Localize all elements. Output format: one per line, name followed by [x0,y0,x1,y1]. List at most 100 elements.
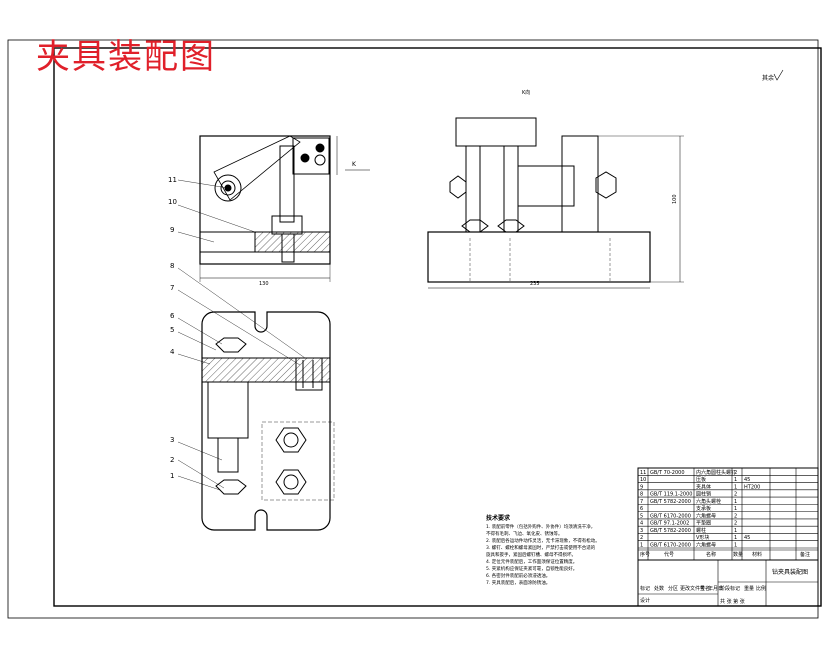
top-view [177,267,335,531]
bom-cell: 11 [640,470,646,476]
tb-sheet: 共 张 第 张 [720,598,745,605]
bom-cell: 4 [640,521,643,527]
bom-cell: 9 [640,484,643,490]
side-view [427,117,684,289]
front-view [177,135,370,282]
tb-scale: 比例 [756,585,766,592]
tb-label-sign: 签名 [700,585,710,592]
balloon-10: 10 [168,198,177,206]
balloon-11: 11 [168,176,177,184]
bom-cell: 六角头螺栓 [696,498,721,505]
bom-header-name: 名称 [706,551,716,558]
bom-cell: 1 [734,484,737,490]
balloon-5: 5 [170,326,174,334]
bom-cell: GB/T 6170-2000 [650,543,691,549]
bom-header-material: 材料 [752,551,762,558]
bom-header-seq: 序号 [640,551,650,558]
tb-weight: 重量 [744,585,754,592]
bom-cell: GB/T 5782-2000 [650,528,691,534]
balloon-3: 3 [170,436,174,444]
tb-stage: 阶段标记 [720,585,740,592]
inner-frame [53,47,822,607]
bom-cell: GB/T 70-2000 [650,470,685,476]
bom-header-qty: 数量 [733,551,743,558]
technical-note: 2. 装配后各运动件动作灵活，无卡滞现象，不得有松动。 [486,539,600,544]
bom-cell: 2 [734,470,737,476]
outer-frame [7,39,819,619]
dim-side-height: 100 [672,194,678,204]
bom-cell: 8 [640,492,643,498]
bom-cell: GB/T 5782-2000 [650,499,691,505]
bom-cell: 1 [734,528,737,534]
roughness-symbol [773,69,784,81]
technical-note: 5. 夹紧机构应保证夹紧可靠，自锁性能良好。 [486,567,578,572]
technical-note: 6. 各密封件装配前必须浸透油。 [486,574,551,579]
bom-header-code: 代号 [664,551,674,558]
bom-cell: 夹具体 [696,483,711,490]
bom-cell: 支承板 [696,505,711,512]
bom-cell: 2 [734,521,737,527]
bom-cell: 45 [744,477,750,483]
section-k-label: K [352,161,357,168]
tb-role-design: 设计 [640,597,650,604]
tb-label-change: 更改文件号 [680,585,705,592]
balloon-2: 2 [170,456,174,464]
technical-notes: 技术要求 1. 装配前零件（包括外购件、外协件）均须清洗干净， 不得有毛刺、飞边… [486,515,646,587]
bom-cell: 平垫圈 [696,520,711,527]
bom-table [637,467,819,607]
bom-cell: 螺柱 [696,527,706,534]
technical-note: 3. 螺钉、螺栓和螺母紧固时，严禁打击或使用不合适的 [486,546,596,551]
bom-cell: 1 [734,477,737,483]
bom-cell: 1 [734,499,737,505]
bom-cell: 2 [734,513,737,519]
bom-cell: 压板 [696,476,706,483]
bom-cell: HT200 [744,484,760,490]
bom-cell: 1 [734,543,737,549]
balloon-7: 7 [170,284,174,292]
balloon-1: 1 [170,472,174,480]
bom-cell: 2 [640,535,643,541]
drawing-title: 夹具装配图 [36,37,216,77]
technical-note: 7. 夹具装配后，表面涂防锈油。 [486,581,551,586]
balloon-9: 9 [170,226,174,234]
bom-cell: GB/T 119.1-2000 [650,492,692,498]
technical-note: 旋具和扳手，紧固后螺钉槽、螺母不得损坏。 [486,553,576,558]
technical-note: 不得有毛刺、飞边、氧化皮、锈蚀等。 [486,532,563,537]
bom-cell: 10 [640,477,646,483]
bom-cell: 内六角圆柱头螺钉 [696,469,736,476]
tb-label-date: 年月日 [708,585,723,592]
tb-label-zone: 分区 [668,585,678,592]
bom-cell: 1 [734,506,737,512]
balloon-6: 6 [170,312,175,320]
drawing-name: 钻夹具装配图 [772,568,808,576]
bom-cell: 5 [640,513,643,519]
technical-notes-title: 技术要求 [486,515,511,522]
roughness-note: 其余 [762,74,774,82]
dim-front-width: 130 [259,281,269,287]
bom-cell: 六角螺母 [696,542,716,549]
bom-cell: 六角螺母 [696,512,716,519]
tb-label-mark: 标记 [640,585,650,592]
balloon-4: 4 [170,348,175,356]
bom-header-remark: 备注 [800,551,810,558]
view-label: K向 [522,89,530,96]
balloon-8: 8 [170,262,174,270]
technical-note: 4. 定位元件装配后，工作面须保证位置精度。 [486,560,578,565]
bom-cell: 6 [640,506,643,512]
bom-cell: 3 [640,528,643,534]
bom-cell: V形块 [696,534,709,541]
bom-cell: GB/T 97.1-2002 [650,521,689,527]
balloon-labels: 11 10 9 8 7 6 5 4 3 2 1 [168,176,177,480]
bom-cell: 1 [640,543,643,549]
dim-side-width: 235 [530,281,540,287]
bom-cell: 圆柱销 [696,491,711,498]
technical-note: 1. 装配前零件（包括外购件、外协件）均须清洗干净， [486,525,596,530]
bom-cell: GB/T 6170-2000 [650,513,691,519]
bom-cell: 45 [744,535,750,541]
bom-cell: 7 [640,499,643,505]
bom-cell: 1 [734,535,737,541]
tb-label-count: 处数 [654,585,664,592]
bom-cell: 2 [734,492,737,498]
